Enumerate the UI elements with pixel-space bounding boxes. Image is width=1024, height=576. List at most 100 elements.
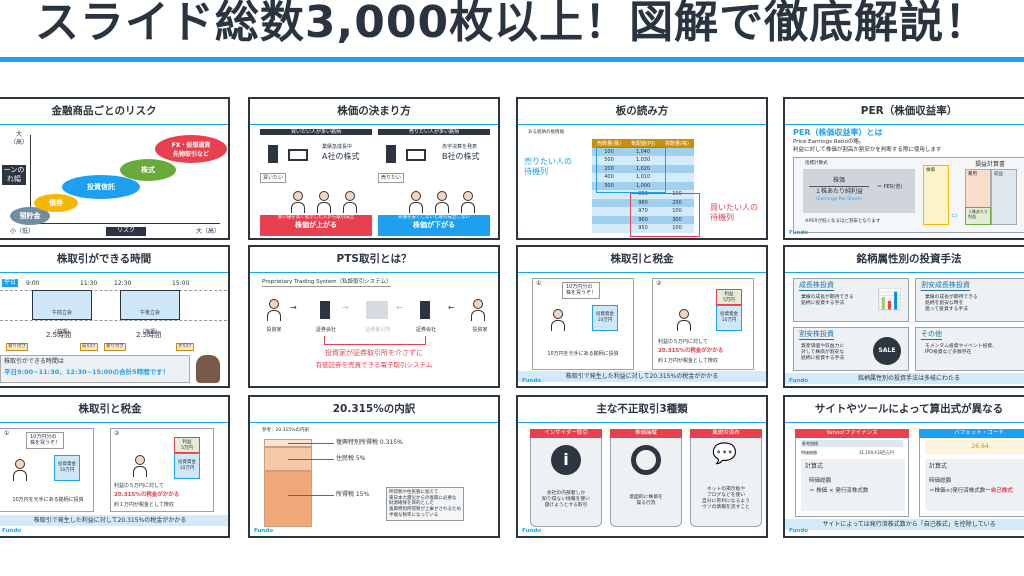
buffett-calc-label: 計算式 [929,463,948,470]
illegal-card-heading: インサイダー取引 [530,429,602,438]
yahoo-formula2: ＝ 株価 × 発行済株式数 [809,488,869,494]
mark-open-am: 寄り付き [6,343,28,351]
summary-band: 銘柄属性別の投資手法は多岐にわたる [785,373,1024,384]
company-a-name: A社の株式 [322,152,360,161]
fundo-logo: Fundo [789,528,809,534]
node-label: 証券会社 [315,327,336,333]
buffett-value: 26.64 [925,440,1024,454]
afternoon-session: 午後立会 （後場） [120,290,180,335]
investor-icon [470,299,486,321]
bypass-bracket [324,336,426,345]
illegal-card-insider [530,429,602,527]
seller-person-icon [434,191,450,213]
slide-market-cap-formulas[interactable]: サイトやツールによって算出式が異なる Yahoo!ファイナンス 参考指標 時価総… [783,395,1024,538]
yahoo-heading: Yahoo!ファイナンス [795,429,909,438]
slide-investment-styles[interactable]: 銘柄属性別の投資手法 成長株投資 業績の成長が期待できる 銘柄に投資する手法 📊… [783,245,1024,388]
seller-person-icon [460,191,476,213]
buffett-formula2-main: ＝株価×(発行済株式数ー [929,488,991,494]
buy-queue-outline [630,193,700,237]
fundo-logo: Fundo [2,528,22,534]
timeline-top [0,290,228,291]
slide-price-determination[interactable]: 株価の決まり方 買いたい人が多い銘柄 売りたい人が多い銘柄 業績急成長中 A社の… [248,97,500,240]
style-card-heading: 成長株投資 [799,281,834,291]
treasury-stock-highlight: 自己株式 [990,488,1013,494]
yahoo-mcap-value: 31,109,418百万円 [859,450,894,455]
summary-band: 株取引で発生した利益に対して20.315%の税金がかかる [518,371,766,382]
step2-number: ② [656,280,662,287]
buyer-person-icon [342,191,358,213]
style-card-heading: 割安成長株投資 [921,281,970,291]
slide-stock-tax[interactable]: 株取引と税金 ① 10万円分の 株を買うぞ！ 投資資金 10万円 10万円を元手… [516,245,768,388]
order-book-cell: 500 [592,156,626,165]
step1-caption: 10万円を元手にある銘柄に投資 [12,497,84,503]
order-book-cell [592,224,626,233]
x-axis-label: リスク [106,227,146,236]
order-book-cell: 100 [660,207,694,216]
order-book-cell [592,207,626,216]
price-up-desc: 買い値を高く提示した人から取引成立 [277,215,355,220]
sell-heavy-header: 売りたい人が多い銘柄 [378,129,490,136]
slide-illegal-trading[interactable]: 主な不正取引3種類 インサイダー取引 i 会社の内部者しか 知り得ない情報を使い… [516,395,768,538]
time-label: 9:00 [26,280,40,287]
pts-subtitle: Proprietary Trading System（私設取引システム） [262,279,392,287]
step2-fund: 投資資金 10万円 [716,305,742,331]
step2-text2: 20.315%の税金がかかる [658,348,724,354]
slide-pts[interactable]: PTS取引とは？ Proprietary Trading System（私設取引… [248,245,500,388]
mark-close-pm: 大引け [176,343,194,351]
order-book-cell: 200 [660,198,694,207]
morning-session-label: 午前立会 （前場） [51,310,72,335]
sell-queue-outline [596,147,666,193]
order-book-caption: ある銘柄の板情報 [528,130,564,135]
order-book-cell: 950 [626,224,660,233]
slide-stock-tax-repeat[interactable]: 株取引と税金 ① 10万円分の 株を買うぞ！ 投資資金 10万円 10万円を元手… [0,395,230,538]
price-down-box: 売値を安くしないと取引成立しない 株価が下がる [378,215,490,236]
order-book-cell: 1,020 [626,164,660,173]
formula-denominator: １株あたり純利益 [814,188,863,195]
investor-icon [676,309,692,331]
duration-pm: 2.5時間 [136,331,162,339]
illegal-card-desc: 意図的に株価を 操る行為 [629,495,663,506]
income-tax-segment [264,471,312,527]
yahoo-formula1: 時価総額 [809,478,832,484]
profit-box: １株あたり 利益 [965,207,991,225]
fundo-logo: Fundo [254,528,274,534]
investor-icon [12,459,28,481]
weekday-tag: 平日 [2,279,19,287]
order-book-cell: 200 [592,164,626,173]
order-book-cell [660,173,694,182]
info-icon: i [551,445,581,475]
slide-title: 株取引と税金 [518,247,766,273]
formula-numerator: 株価 [832,177,845,184]
order-book-cell: 300 [592,181,626,190]
step1-fund: 投資資金 10万円 [592,305,618,331]
order-book-cell: 1,010 [626,173,660,182]
order-book-cell: 960 [626,215,660,224]
risk-blob-bond: 債券 [34,194,78,212]
slide-title: PER（株価収益率） [785,99,1024,125]
slide-financial-risk[interactable]: 金融商品ごとのリスク 大 （高） ーンの れ幅 預貯金 債券 投資信託 株式 F… [0,97,230,240]
income-tax-label: 所得税 15% [336,491,370,498]
price-up-label: 株価が上がる [295,220,337,229]
per-line2: 利益に対して株価が割高か割安かを判断する際に使用します [793,147,942,153]
step1-number: ① [536,280,542,287]
steering-wheel-icon [631,445,661,475]
timeline-bottom [0,320,228,321]
style-card-desc: 業績の成長が期待できる 銘柄を割安な時を 狙って投資する手法 [925,295,978,312]
col-sell-qty: 売数量(株) [592,139,626,148]
slide-per[interactable]: PER（株価収益率） PER（株価収益率）とは Price Earnings R… [783,97,1024,240]
sale-badge-icon: SALE [873,337,901,365]
step1-caption: 10万円を元手にある銘柄に投資 [547,351,619,357]
col-buy-qty: 買数量(株) [660,139,694,148]
x-axis-high: 大（高） [196,228,221,235]
risk-blob-deposit: 預貯金 [10,207,50,225]
slide-trading-hours[interactable]: 株取引ができる時間 平日 9:00 11:30 12:30 15:00 午前立会… [0,245,230,388]
per-note: ※PERが低くなるほど割安となります [805,219,881,224]
slide-tax-breakdown[interactable]: 20.315%の内訳 参考：20.315%の内訳 復興特別所得税 0.315% … [248,395,500,538]
